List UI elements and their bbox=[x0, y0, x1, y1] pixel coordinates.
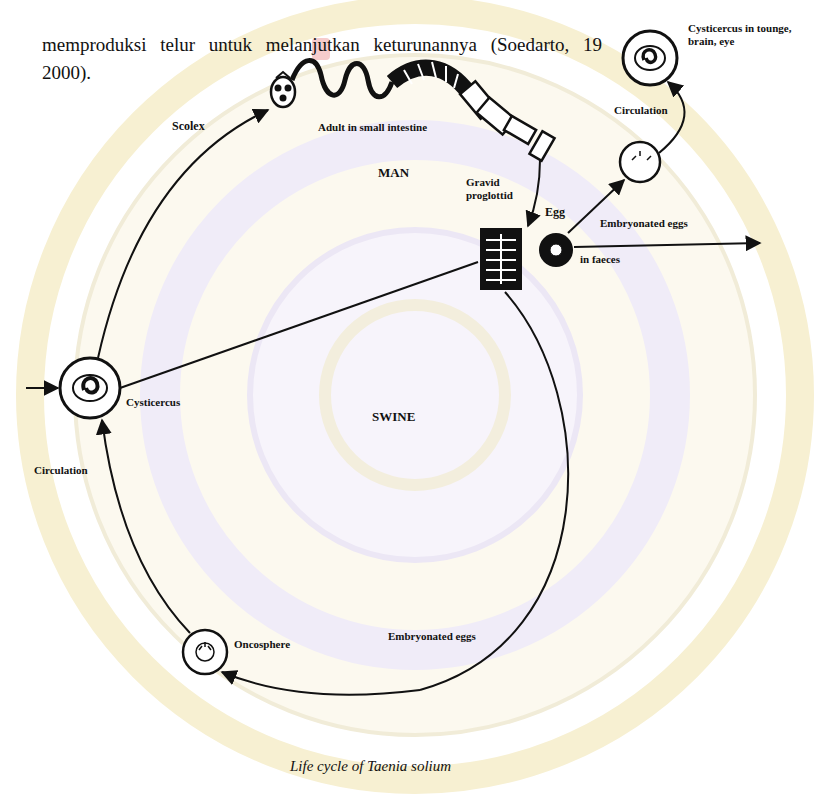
stage-label: Egg bbox=[545, 206, 565, 220]
exit-arrow bbox=[574, 243, 760, 247]
entry-arrow bbox=[26, 387, 58, 389]
bladder bbox=[73, 375, 107, 401]
watermark-disc bbox=[75, 55, 755, 735]
gravid-proglottid-drawing bbox=[480, 228, 522, 290]
host-label: MAN bbox=[378, 166, 409, 181]
cyst-circle bbox=[60, 358, 120, 418]
cycle-lines bbox=[26, 82, 760, 695]
uterus-branches bbox=[486, 234, 516, 284]
watermark-ring bbox=[160, 140, 670, 650]
embryo bbox=[196, 643, 214, 661]
adult-worm bbox=[292, 61, 555, 161]
watermark-disc bbox=[250, 230, 580, 560]
stage-label: Gravid proglottid bbox=[466, 176, 526, 201]
stage-label: Embryonated eggs bbox=[600, 217, 688, 230]
route-label: Circulation bbox=[34, 464, 88, 477]
oncosphere-man bbox=[620, 142, 660, 182]
watermark-ring bbox=[30, 10, 800, 780]
cycle-line bbox=[528, 160, 540, 226]
watermark-logo bbox=[30, 10, 800, 780]
faeces-circle bbox=[539, 233, 573, 267]
proglottid bbox=[504, 116, 536, 144]
egg-drawing bbox=[539, 233, 573, 267]
cyst-circle bbox=[623, 31, 677, 85]
stage-label: in faeces bbox=[580, 253, 620, 266]
scolex-head bbox=[271, 77, 295, 107]
sucker bbox=[285, 85, 292, 92]
stage-label: Adult in small intestine bbox=[318, 121, 427, 134]
hooklets bbox=[632, 151, 651, 160]
stage-label: Oncosphere bbox=[234, 638, 290, 651]
stage-label: Scolex bbox=[172, 120, 205, 134]
gravid-segment bbox=[480, 228, 522, 290]
route-label: Circulation bbox=[614, 104, 668, 117]
cycle-arc bbox=[102, 420, 190, 633]
invaginated-scolex bbox=[83, 378, 97, 392]
host-label: SWINE bbox=[372, 410, 415, 425]
oncosphere-swine bbox=[183, 630, 227, 674]
cycle-line bbox=[659, 82, 684, 153]
oncosphere-circle bbox=[620, 142, 660, 182]
body-text: memproduksi telur untuk melanjutkan ketu… bbox=[42, 34, 602, 56]
sucker bbox=[280, 95, 287, 102]
proglottid bbox=[529, 131, 554, 161]
cysticercus-man bbox=[623, 31, 677, 85]
sucker bbox=[275, 85, 282, 92]
cycle-arc bbox=[98, 110, 268, 358]
figure-caption: Life cycle of Taenia solium bbox=[290, 758, 451, 775]
worm-neck bbox=[292, 61, 392, 97]
rostellum bbox=[276, 72, 290, 78]
hooklets bbox=[199, 642, 211, 650]
segment-lines bbox=[404, 62, 458, 88]
bladder bbox=[635, 46, 665, 70]
oncosphere-circle bbox=[183, 630, 227, 674]
invaginated-scolex bbox=[643, 50, 655, 63]
stage-label: Embryonated eggs bbox=[388, 630, 476, 643]
egg bbox=[550, 244, 562, 256]
cycle-arc bbox=[222, 672, 420, 695]
watermark-ring bbox=[325, 305, 505, 485]
stage-label: Cysticercus bbox=[126, 396, 180, 409]
stage-label: Cysticercus in tounge, brain, eye bbox=[688, 22, 800, 47]
body-text: 2000). bbox=[42, 62, 91, 84]
cysticercus-swine bbox=[60, 358, 120, 418]
cycle-line bbox=[120, 262, 478, 388]
